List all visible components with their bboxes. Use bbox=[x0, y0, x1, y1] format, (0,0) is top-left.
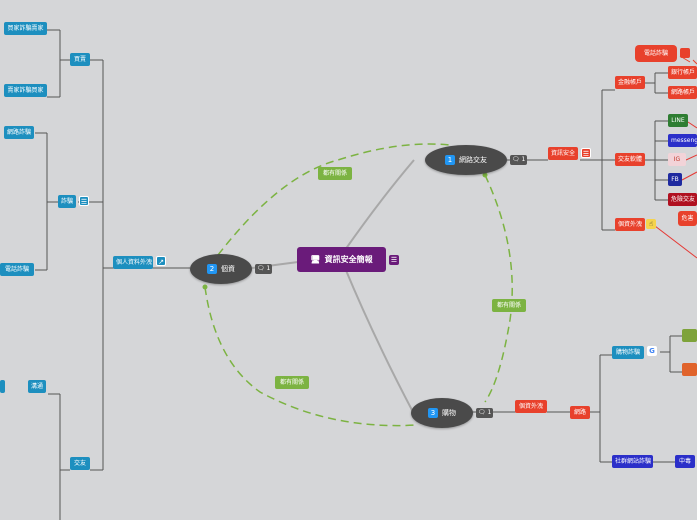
branch-sell[interactable]: 買賣 bbox=[70, 53, 90, 66]
relation-label[interactable]: 都有關係 bbox=[318, 167, 352, 180]
google-icon: G bbox=[647, 346, 657, 356]
branch-net-fraud[interactable]: 網路詐騙 bbox=[4, 126, 34, 139]
comment-count[interactable]: 🗨 1 bbox=[510, 155, 528, 165]
list-icon[interactable]: ☰ bbox=[389, 255, 399, 265]
central-topic[interactable]: 🖥 資訊安全簡報 bbox=[297, 247, 386, 272]
number-badge: 2 bbox=[207, 264, 217, 274]
sub-branch-green[interactable] bbox=[682, 329, 697, 342]
branch-shop-fraud[interactable]: 購物詐騙 bbox=[612, 346, 644, 359]
branch-fake-account[interactable]: 銀行帳戶 bbox=[668, 66, 697, 79]
monitor-icon: 🖥 bbox=[310, 255, 321, 264]
topic-online-dating[interactable]: 1 網路交友 bbox=[425, 145, 507, 175]
topic-label: 網路交友 bbox=[459, 156, 487, 164]
branch-personal-leak[interactable]: 個人資料外洩 bbox=[113, 256, 153, 269]
branch-security[interactable]: 資訊安全 bbox=[548, 147, 578, 160]
branch-fraud[interactable]: 詐騙 bbox=[58, 195, 76, 208]
relation-label[interactable]: 都有關係 bbox=[275, 376, 309, 389]
number-badge: 1 bbox=[445, 155, 455, 165]
relation-label[interactable]: 都有關係 bbox=[492, 299, 526, 312]
external-link-icon[interactable]: ↗ bbox=[156, 256, 166, 266]
branch-seller-fraud[interactable]: 賣家詐騙買家 bbox=[4, 84, 47, 97]
sub-branch-orange[interactable] bbox=[682, 363, 697, 376]
ip-icon[interactable] bbox=[680, 48, 690, 58]
branch-friends[interactable]: 交友 bbox=[70, 457, 90, 470]
topic-shopping[interactable]: 3 購物 bbox=[411, 398, 473, 428]
central-topic-label: 資訊安全簡報 bbox=[324, 255, 373, 264]
list-icon[interactable]: ☰ bbox=[79, 196, 89, 206]
app-line[interactable]: LINE bbox=[668, 114, 688, 127]
hand-icon: ☝ bbox=[646, 219, 656, 229]
topic-label: 購物 bbox=[442, 409, 456, 417]
app-fb[interactable]: FB bbox=[668, 173, 682, 186]
branch-bank-account[interactable]: 金融帳戶 bbox=[615, 76, 645, 89]
topic-personal-data[interactable]: 2 個資 bbox=[190, 254, 252, 284]
comment-count[interactable]: 🗨 1 bbox=[255, 264, 273, 274]
branch-dating-apps[interactable]: 交友軟體 bbox=[615, 153, 645, 166]
list-icon[interactable]: ☰ bbox=[581, 148, 591, 158]
branch-phone-fraud[interactable]: 電話詐騙 bbox=[0, 263, 34, 276]
branch-harm[interactable]: 危害 bbox=[678, 211, 697, 226]
app-messenger[interactable]: messenger bbox=[668, 134, 697, 147]
branch-buyer-fraud[interactable]: 買家詐騙賣家 bbox=[4, 22, 47, 35]
app-ig[interactable]: IG bbox=[668, 153, 686, 166]
topic-label: 個資 bbox=[221, 265, 235, 273]
comment-count[interactable]: 🗨 1 bbox=[476, 408, 494, 418]
branch-phone-scam[interactable]: 電話詐騙 bbox=[635, 45, 677, 62]
branch-fragment[interactable] bbox=[0, 380, 5, 393]
branch-net[interactable]: 網路 bbox=[570, 406, 590, 419]
branch-leak-shopping[interactable]: 個資外洩 bbox=[515, 400, 547, 413]
branch-social-fraud[interactable]: 社群網站詐騙 bbox=[612, 455, 653, 468]
branch-net-account[interactable]: 網路帳戶 bbox=[668, 86, 697, 99]
branch-data-leak[interactable]: 個資外洩 bbox=[615, 218, 645, 231]
branch-virus[interactable]: 中毒 bbox=[675, 455, 695, 468]
branch-risky-dating[interactable]: 危險交友 bbox=[668, 193, 697, 206]
number-badge: 3 bbox=[428, 408, 438, 418]
branch-communicate[interactable]: 溝通 bbox=[28, 380, 46, 393]
